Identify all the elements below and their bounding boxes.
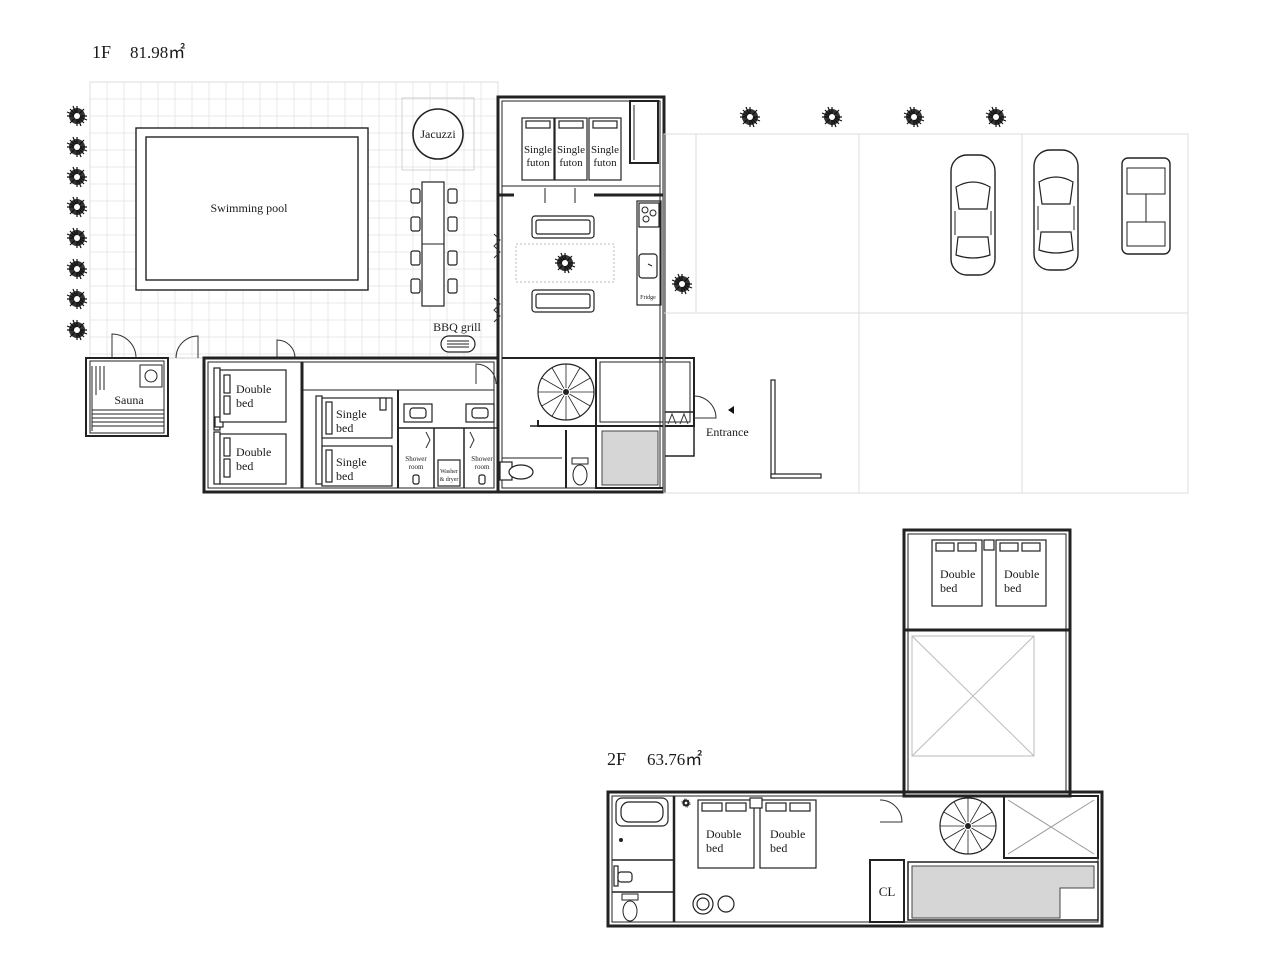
swimming-pool-label: Swimming pool [210, 201, 288, 215]
upper-double-bed-2-line1: Double [1004, 567, 1039, 581]
lower-double-bed-2-line1: Double [770, 827, 805, 841]
shower-room-2-line2: room [475, 463, 490, 471]
terrace-doors [111, 333, 296, 359]
first-floor-label: 1F [92, 42, 111, 62]
single-bed-2-line1: Single [336, 455, 367, 469]
second-floor-label: 2F [607, 749, 626, 769]
futon-2-line2: futon [559, 157, 583, 169]
single-bed-1-line2: bed [336, 421, 353, 435]
main-house: Single futon Single futon Single futon F… [493, 95, 749, 494]
lower-double-bed-2-line2: bed [770, 841, 787, 855]
lower-double-bed-1-line1: Double [706, 827, 741, 841]
futon-3-line1: Single [591, 144, 619, 156]
fridge-label: Fridge [640, 295, 656, 301]
washer-dryer-line1: Washer [440, 469, 458, 475]
futon-1-line2: futon [526, 157, 550, 169]
first-floor: 1F 81.98㎡ Swimming pool Jacuzzi BBQ gril [66, 42, 1189, 494]
single-bed-2-line2: bed [336, 469, 353, 483]
second-floor: 2F 63.76㎡ Double bed Double bed [606, 528, 1104, 928]
bbq-grill-label: BBQ grill [433, 320, 481, 334]
lower-double-bed-1-line2: bed [706, 841, 723, 855]
single-bed-1-line1: Single [336, 407, 367, 421]
jacuzzi-label: Jacuzzi [420, 127, 456, 141]
bbq-grill: BBQ grill [433, 320, 482, 353]
swimming-pool: Swimming pool [135, 127, 369, 291]
double-bed-1-line1: Double [236, 382, 271, 396]
dining-table [410, 181, 458, 307]
bedroom-wing: Double bed Double bed Single bed Single … [202, 356, 500, 494]
entrance-label: Entrance [706, 425, 749, 439]
futon-2-line1: Single [557, 144, 585, 156]
shower-room-2-line1: Shower [471, 455, 493, 463]
upper-double-bed-1-line2: bed [940, 581, 957, 595]
closet-label: CL [879, 884, 896, 899]
double-bed-2-line2: bed [236, 459, 253, 473]
futon-1-line1: Single [524, 144, 552, 156]
futon-3-line2: futon [593, 157, 617, 169]
shower-room-1-line1: Shower [405, 455, 427, 463]
washer-dryer-line2: & dryer [440, 477, 459, 483]
hedge-left [66, 105, 88, 341]
upper-double-bed-2-line2: bed [1004, 581, 1021, 595]
parking-area [663, 106, 1189, 494]
double-bed-1-line2: bed [236, 396, 253, 410]
upper-double-bed-1-line1: Double [940, 567, 975, 581]
jeep [1121, 157, 1171, 255]
first-floor-area: 81.98㎡ [130, 43, 185, 62]
sauna-label: Sauna [114, 393, 144, 407]
double-bed-2-line1: Double [236, 445, 271, 459]
second-floor-area: 63.76㎡ [647, 750, 702, 769]
sauna: Sauna [85, 357, 169, 437]
jacuzzi: Jacuzzi [412, 108, 464, 160]
shower-room-1-line2: room [409, 463, 424, 471]
